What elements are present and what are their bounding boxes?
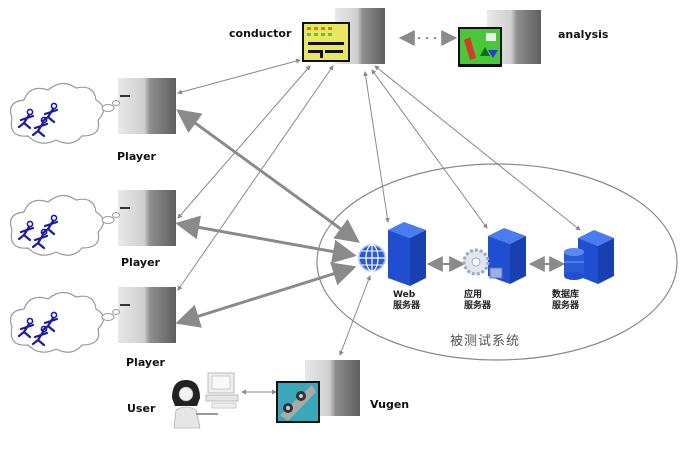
db-server-label: 数据库 服务器 [552,290,579,312]
app-server-icon [488,228,526,284]
edge-player-2-web [175,215,357,264]
edge-web-vugen [339,275,371,356]
user-cloud-3 [9,291,120,353]
web-server-label-line1: Web [393,290,416,300]
web-server-icon [388,222,426,286]
conductor-panel-icon [302,22,350,62]
running-user-icon [17,220,35,242]
player-node-1[interactable] [9,78,177,144]
app-server-label: 应用 服务器 [464,290,491,312]
app-server-label-line2: 服务器 [464,301,492,311]
analysis-node[interactable] [458,10,541,67]
drive-slot [120,207,130,209]
running-user-icon [31,116,49,138]
player-tower-1 [118,78,176,134]
app-server-node[interactable] [462,228,526,284]
player-tower-2 [118,190,176,246]
drive-slot [120,95,130,97]
player-tower-3 [118,287,176,343]
edge-conductor-player-3 [177,65,334,291]
running-user-icon [41,102,59,124]
edge-conductor-player-1 [177,58,301,95]
edge-conductor-db [374,65,581,231]
db-server-node[interactable] [564,230,614,284]
database-icon [564,248,584,280]
vugen-label: Vugen [370,398,410,411]
db-server-label-line1: 数据库 [552,290,580,300]
edge-conductor-web [363,71,390,223]
web-server-node[interactable] [358,222,426,286]
edge-conductor-app [371,69,488,229]
player-label-3: Player [126,356,165,369]
user-node[interactable] [172,372,239,429]
player-label-2: Player [121,256,160,269]
db-server-label-line2: 服务器 [552,301,580,311]
running-user-icon [41,214,59,236]
player-node-2[interactable] [9,190,177,256]
vugen-tape-icon [276,381,320,423]
system-under-test-label: 被测试系统 [450,334,521,349]
drive-slot [120,304,130,306]
user-computer-icon [205,372,239,409]
conductor-label: conductor [229,27,292,40]
load-edges [175,109,360,328]
analysis-label: analysis [558,28,609,41]
user-person-icon [172,380,218,429]
running-user-icon [17,108,35,130]
running-user-icon [17,317,35,339]
user-cloud-1 [9,82,120,144]
edge-player-3-web [175,262,357,328]
vugen-node[interactable] [276,360,360,423]
globe-icon [358,244,386,272]
web-server-label-line2: 服务器 [393,301,421,311]
app-server-label-line1: 应用 [464,290,483,300]
running-user-icon [31,228,49,250]
edge-player-1-web [176,109,360,243]
conductor-node[interactable] [302,8,385,64]
user-cloud-2 [9,194,120,256]
user-label: User [127,402,156,415]
analysis-chart-icon [458,27,502,67]
running-user-icon [31,325,49,347]
player-label-1: Player [117,150,156,163]
gear-icon [462,248,503,279]
running-user-icon [41,311,59,333]
player-node-3[interactable] [9,287,177,353]
web-server-label: Web 服务器 [393,290,420,312]
